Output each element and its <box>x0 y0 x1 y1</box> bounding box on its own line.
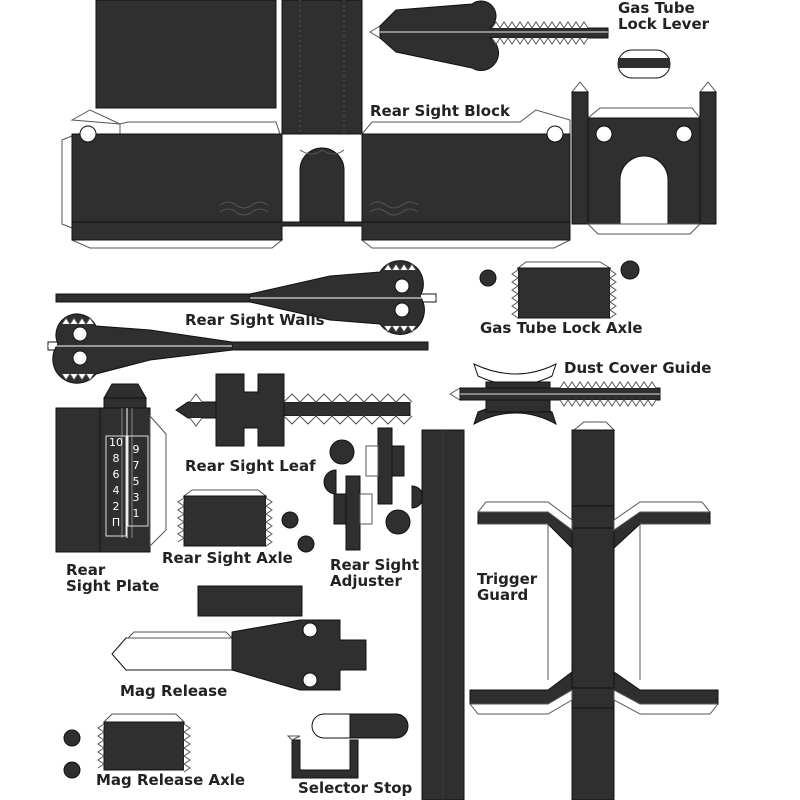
label-gas-tube-lock-lever-line1: Gas Tube <box>618 0 695 17</box>
range-mark: 1 <box>133 507 140 520</box>
range-scale-left: 10 8 6 4 2П <box>109 436 123 529</box>
label-mag-release-axle: Mag Release Axle <box>96 771 246 789</box>
gas-tube-lock-axle-part <box>479 260 640 319</box>
label-trigger-guard: Trigger Guard <box>477 571 537 603</box>
label-dust-cover-guide: Dust Cover Guide <box>564 359 712 377</box>
label-rear-sight-axle: Rear Sight Axle <box>162 549 293 567</box>
range-mark: 8 <box>113 452 120 465</box>
range-mark: 5 <box>133 475 140 488</box>
range-mark: П <box>112 516 120 529</box>
rear-sight-leaf-part <box>175 373 413 447</box>
rear-sight-axle-part <box>177 489 315 553</box>
rear-sight-block-top-panel <box>95 0 363 135</box>
label-gas-tube-lock-lever-line2: Lock Lever <box>618 15 710 33</box>
range-mark: 7 <box>133 459 140 472</box>
label-gas-tube-lock-axle: Gas Tube Lock Axle <box>480 319 643 337</box>
label-rear-sight-plate: Rear Sight Plate <box>66 562 159 594</box>
mag-release-axle-part <box>63 713 191 779</box>
range-mark: 10 <box>109 436 123 449</box>
range-mark: 2 <box>113 500 120 513</box>
range-mark: 9 <box>133 443 140 456</box>
label-trigger-guard-line2: Guard <box>477 586 529 604</box>
range-scale-right: 9 7 5 3 1 <box>133 443 140 520</box>
label-trigger-guard-line1: Trigger <box>477 570 538 588</box>
label-rear-sight-adjuster: Rear Sight Adjuster <box>330 557 419 589</box>
rear-sight-block-part <box>61 109 571 249</box>
label-rear-sight-plate-line2: Sight Plate <box>66 577 160 595</box>
label-mag-release: Mag Release <box>120 682 228 700</box>
rear-sight-adjuster-part <box>323 427 424 551</box>
rear-sight-block-end-part <box>570 81 718 235</box>
dust-cover-guide-part <box>449 363 661 426</box>
label-rear-sight-walls: Rear Sight Walls <box>185 311 325 329</box>
trigger-guard-side-strip <box>421 429 465 800</box>
rear-sight-plate-part: 10 8 6 4 2П 9 7 5 3 1 <box>55 383 167 553</box>
gas-tube-lock-lever-part <box>369 0 671 79</box>
trigger-guard-part <box>468 421 720 800</box>
label-rear-sight-adjuster-line1: Rear Sight <box>330 556 419 574</box>
label-rear-sight-block: Rear Sight Block <box>370 102 510 120</box>
label-rear-sight-leaf: Rear Sight Leaf <box>185 457 316 475</box>
range-mark: 4 <box>113 484 120 497</box>
mag-release-part <box>111 585 367 691</box>
selector-stop-part <box>286 713 409 779</box>
range-mark: 3 <box>133 491 140 504</box>
range-mark: 6 <box>113 468 120 481</box>
rear-sight-walls-part <box>47 260 437 384</box>
label-rear-sight-plate-line1: Rear <box>66 561 106 579</box>
label-rear-sight-adjuster-line2: Adjuster <box>330 572 402 590</box>
label-selector-stop: Selector Stop <box>298 779 413 797</box>
label-gas-tube-lock-lever: Gas Tube Lock Lever <box>618 0 709 32</box>
